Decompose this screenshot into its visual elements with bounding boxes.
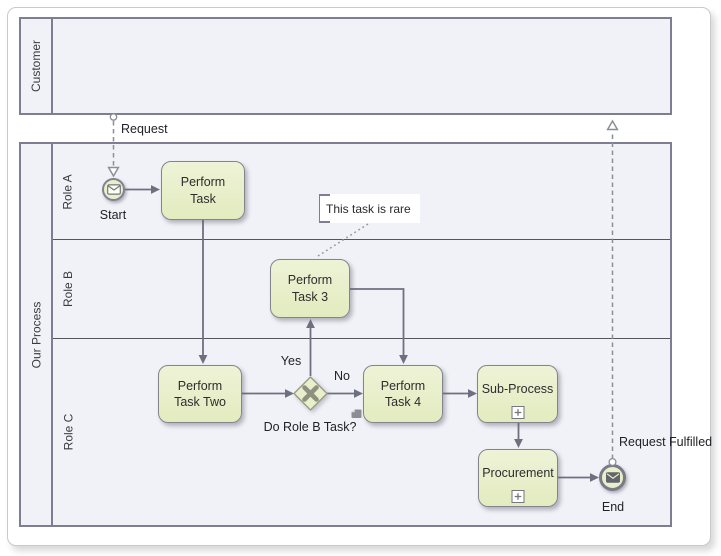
customer-pool-header: Customer: [21, 19, 53, 113]
text-annotation-label: This task is rare: [326, 201, 411, 216]
task-perform-task-3-label: Perform Task 3: [287, 273, 333, 304]
gateway-note-icon[interactable]: [351, 409, 362, 419]
sub-process-label: Sub-Process: [481, 381, 554, 396]
start-event[interactable]: [102, 178, 125, 201]
lane-role-a[interactable]: Role A: [53, 144, 670, 239]
message-envelope-icon: [106, 184, 121, 195]
task-perform-task-two-label: Perform Task Two: [174, 378, 226, 409]
sub-process[interactable]: Sub-Process: [477, 365, 558, 423]
customer-pool-body: [53, 19, 670, 113]
procurement-plus-icon[interactable]: [511, 490, 525, 503]
gateway-x-icon: [302, 385, 319, 402]
yes-branch-label: Yes: [280, 354, 302, 368]
task-perform-task-4[interactable]: Perform Task 4: [363, 365, 443, 423]
our-process-pool-label: Our Process: [29, 301, 43, 368]
lane-role-c-label: Role C: [61, 413, 75, 451]
end-event-label: End: [601, 500, 625, 514]
text-annotation[interactable]: This task is rare: [319, 194, 420, 223]
start-event-label: Start: [99, 208, 127, 222]
task-perform-task-two[interactable]: Perform Task Two: [158, 365, 242, 423]
procurement-label: Procurement: [482, 465, 554, 480]
procurement-sub-process[interactable]: Procurement: [478, 449, 558, 507]
end-event[interactable]: [599, 464, 626, 491]
our-process-pool-header: Our Process: [21, 144, 53, 525]
request-flow-label: Request: [121, 122, 168, 136]
customer-pool-label: Customer: [29, 39, 44, 93]
task-perform-task-4-label: Perform Task 4: [380, 378, 426, 409]
exclusive-gateway[interactable]: [292, 375, 329, 412]
no-branch-label: No: [334, 369, 350, 383]
task-perform-task-3[interactable]: Perform Task 3: [270, 259, 350, 318]
subprocess-plus-icon[interactable]: [511, 406, 524, 419]
lane-role-a-label: Role A: [61, 173, 76, 210]
lane-role-b[interactable]: Role B: [53, 239, 670, 338]
request-fulfilled-flow-label: Request Fulfilled: [619, 435, 713, 449]
task-perform-task-label: Perform Task: [180, 175, 226, 206]
task-perform-task[interactable]: Perform Task: [161, 161, 245, 220]
gateway-label: Do Role B Task?: [263, 420, 357, 434]
lane-role-b-label: Role B: [61, 270, 75, 308]
message-envelope-filled-icon: [605, 472, 620, 483]
customer-pool[interactable]: Customer: [19, 17, 672, 115]
